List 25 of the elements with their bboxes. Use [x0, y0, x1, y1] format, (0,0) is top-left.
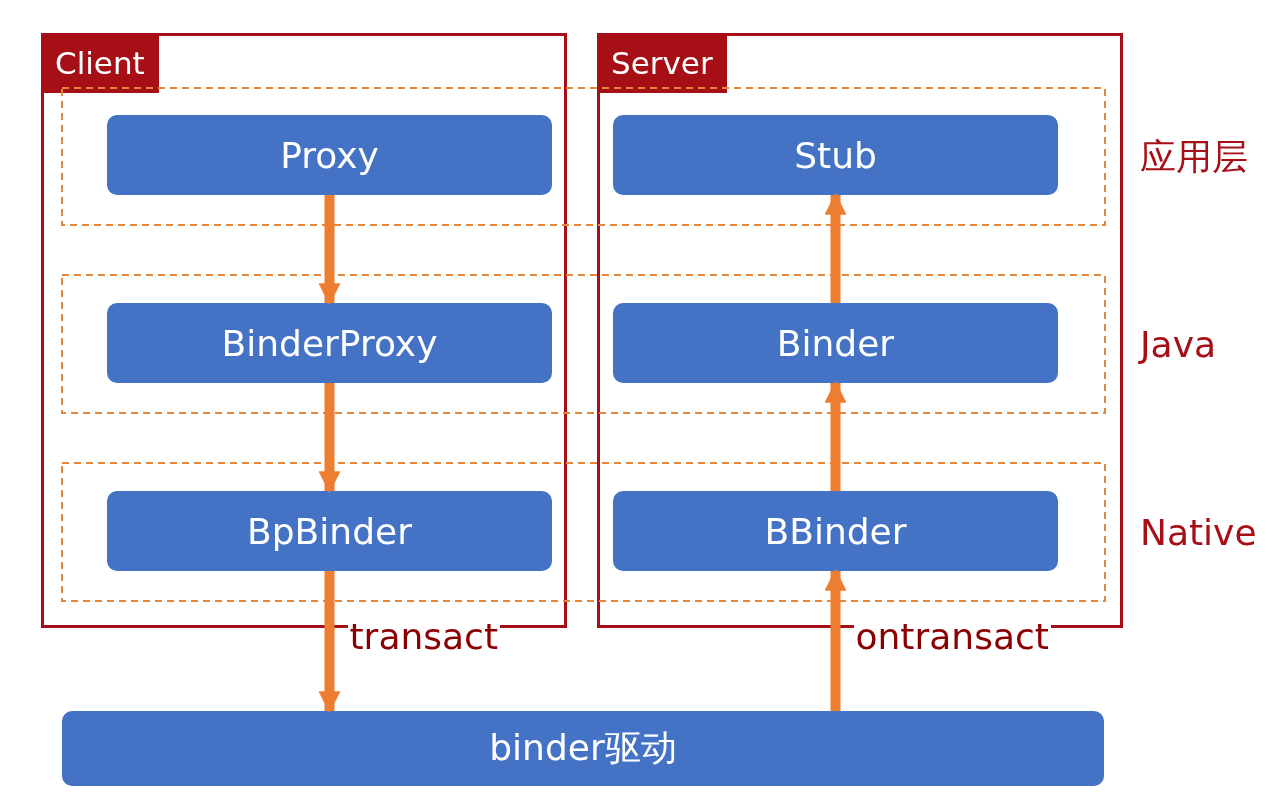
arrow: [318, 383, 341, 494]
process-box: [107, 491, 552, 571]
box-label: BpBinder: [247, 510, 412, 552]
arrow: [824, 568, 847, 711]
process-box: [107, 303, 552, 383]
layer-label: Native: [1140, 511, 1257, 553]
arrow: [318, 195, 341, 306]
box-label: BBinder: [764, 510, 907, 552]
box-label: Proxy: [280, 134, 379, 176]
process-box: [62, 711, 1104, 786]
box-label: Binder: [776, 322, 895, 364]
arrow: [824, 380, 847, 491]
process-box: [613, 115, 1058, 195]
process-box: [613, 303, 1058, 383]
arrow: [318, 571, 341, 714]
process-box: [613, 491, 1058, 571]
process-box: [107, 115, 552, 195]
arrow: [824, 192, 847, 303]
layer-label: Java: [1140, 323, 1217, 365]
box-label: BinderProxy: [221, 322, 438, 364]
group-title: Client: [41, 33, 159, 93]
box-label: binder驱动: [489, 726, 677, 770]
box-label: Stub: [794, 134, 877, 176]
group-title: Server: [597, 33, 727, 93]
layer-label: 应用层: [1140, 134, 1248, 178]
